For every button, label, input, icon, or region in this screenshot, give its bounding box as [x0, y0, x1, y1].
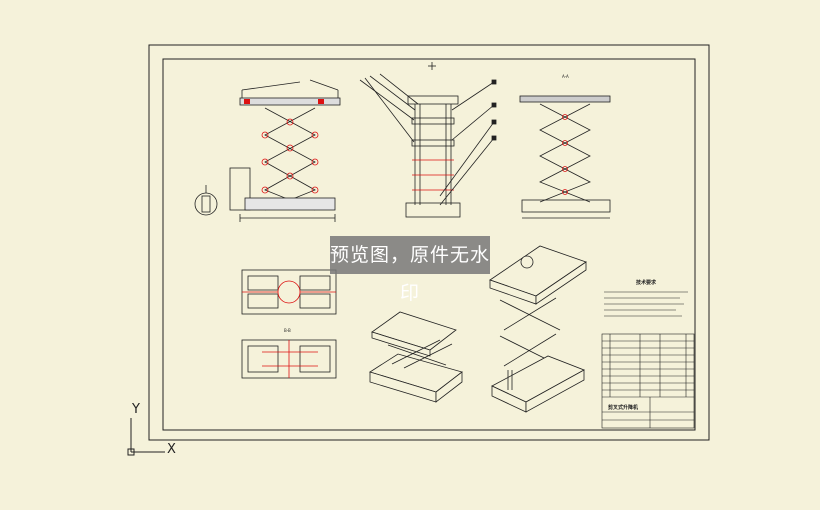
iso-view-raised	[489, 245, 587, 413]
right-view: A-A	[519, 74, 611, 219]
ucs-x-label: X	[167, 442, 176, 457]
watermark-banner: 预览图，原件无水印	[330, 236, 490, 304]
title-block: 剪叉式升降机	[601, 333, 695, 429]
ucs-icon	[127, 418, 165, 456]
front-view	[229, 79, 341, 222]
svg-text:B-B: B-B	[284, 328, 291, 333]
top-view	[241, 269, 337, 315]
iso-view-collapsed	[369, 311, 463, 403]
svg-text:剪叉式升降机: 剪叉式升降机	[608, 404, 638, 411]
detail-circle	[194, 185, 218, 216]
svg-text:技术要求: 技术要求	[636, 279, 657, 286]
technical-notes: 技术要求	[604, 279, 688, 317]
outer-frame	[148, 44, 710, 441]
section-view: B-B	[241, 328, 337, 379]
inner-frame	[162, 58, 696, 431]
svg-text:A-A: A-A	[562, 74, 569, 79]
side-view	[359, 62, 497, 218]
ucs-y-label: Y	[132, 402, 140, 417]
